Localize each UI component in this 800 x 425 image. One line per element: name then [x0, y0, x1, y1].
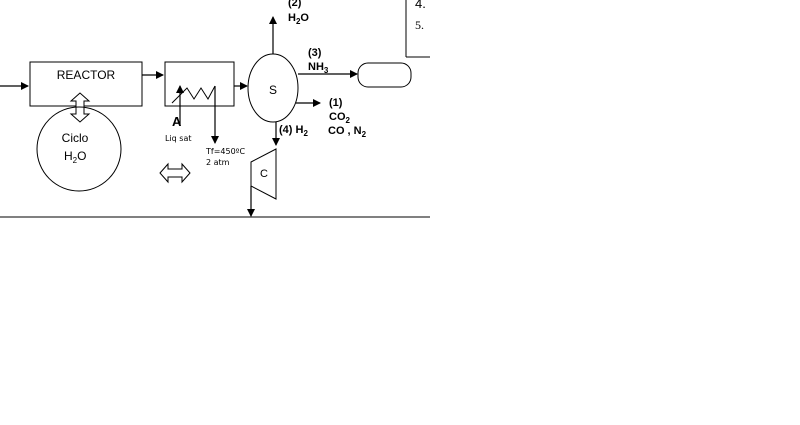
- exchanger-coil: [171, 85, 216, 104]
- stream-2-label: H2O: [288, 12, 309, 26]
- separator-label: S: [269, 83, 277, 97]
- cycle-label-line1: Ciclo: [62, 131, 89, 145]
- stream-4-label: (4) H2: [279, 124, 308, 138]
- heat-exchanger-block: A Liq sat Tf=450ºC 2 atm: [164, 61, 245, 167]
- compressor-label: C: [260, 168, 268, 180]
- reactor-label: REACTOR: [57, 68, 116, 82]
- water-cycle-block: Ciclo H2O: [36, 106, 122, 192]
- exchanger-point-a: A: [172, 114, 182, 129]
- stream-3-label: NH3: [308, 61, 329, 75]
- separator-block: S: [247, 53, 299, 123]
- reactor-block: REACTOR: [29, 61, 143, 107]
- stream-3-id: (3): [308, 47, 322, 59]
- list-item-5: 5.: [415, 18, 424, 32]
- list-item-4: 4.: [415, 0, 426, 11]
- stream-1-line2: CO2: [329, 111, 351, 125]
- storage-tank: [357, 62, 412, 88]
- compressor-block: C: [250, 148, 277, 200]
- exchanger-outlet-temp: Tf=450ºC: [205, 147, 245, 156]
- cycle-label-line2: H2O: [64, 149, 86, 165]
- heat-exchange-arrow-horizontal: [159, 162, 191, 184]
- exchanger-outlet-pressure: 2 atm: [206, 158, 230, 167]
- list-panel: 4. 5.: [405, 0, 430, 58]
- stream-1-line3: CO , N2: [328, 125, 367, 139]
- stream-2-id: (2): [288, 0, 302, 9]
- exchanger-inlet-label: Liq sat: [165, 134, 192, 143]
- stream-1-id: (1): [329, 97, 343, 109]
